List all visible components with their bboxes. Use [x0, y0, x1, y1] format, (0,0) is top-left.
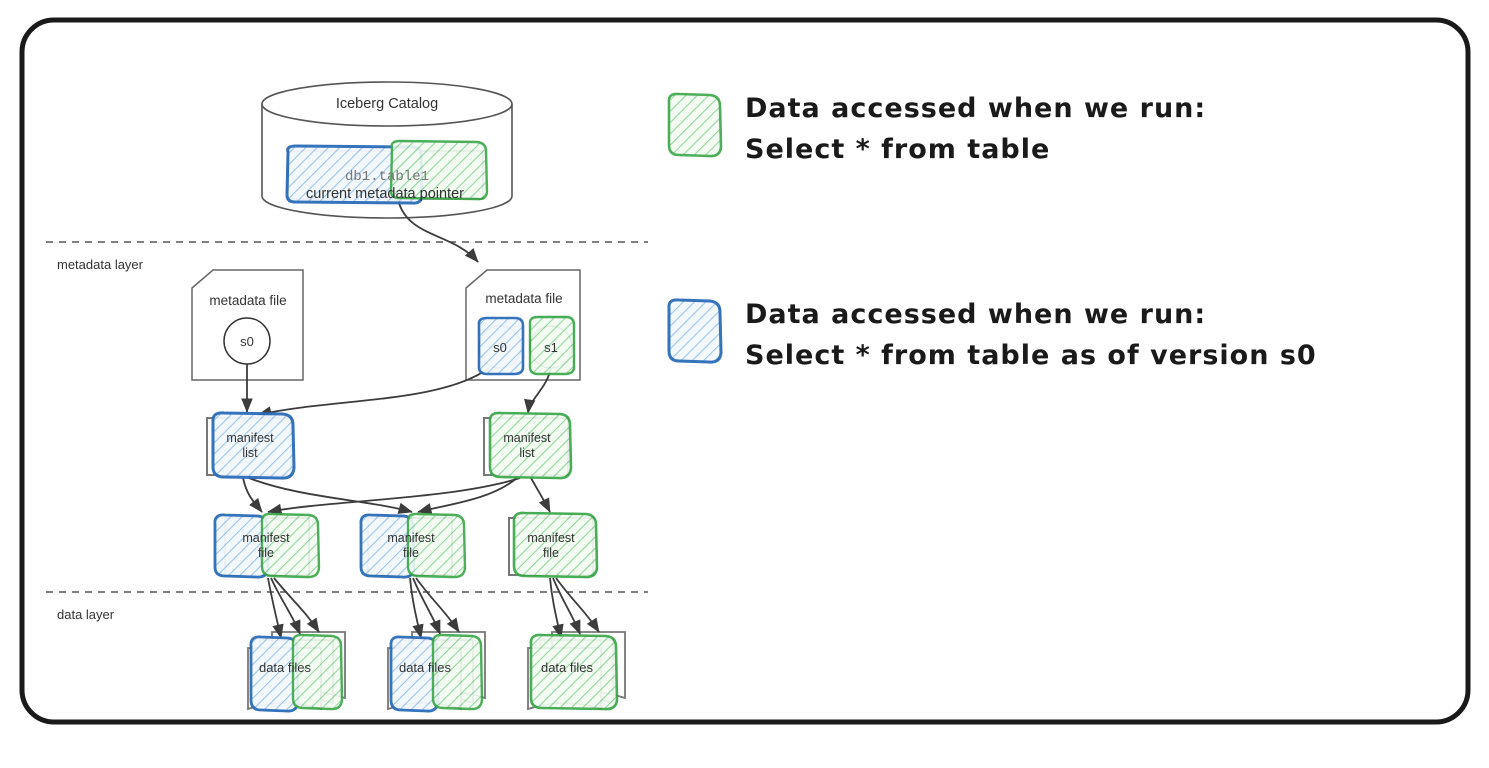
- arrow-ml2-to-mf3: [530, 477, 551, 513]
- highlight-snapshot-s0-blue: [477, 316, 525, 376]
- manifest-list-label-2-line2: list: [519, 446, 535, 460]
- highlight-manifest-file-1-green: [260, 512, 321, 579]
- highlight-catalog-green: [389, 139, 489, 201]
- legend-swatch-green: [667, 92, 723, 158]
- highlight-overlays: [211, 139, 619, 713]
- metadata-layer-label: metadata layer: [57, 257, 144, 272]
- catalog-title: Iceberg Catalog: [336, 96, 438, 112]
- highlight-manifest-file-3-green: [512, 511, 599, 579]
- iceberg-catalog-cylinder: [261, 81, 513, 219]
- data-files-label-3: data files: [541, 660, 594, 675]
- arrow-mf2-to-df2-b: [412, 577, 441, 635]
- snapshot-label-right-s0: s0: [493, 340, 507, 355]
- manifest-file-label-3-line1: manifest: [527, 531, 575, 545]
- arrows: [241, 199, 600, 639]
- arrow-catalog-to-metadata: [397, 199, 479, 263]
- data-layer-label: data layer: [57, 607, 115, 622]
- arrow-mf1-to-df1-c: [273, 577, 320, 633]
- manifest-file-label-3-line2: file: [543, 546, 559, 560]
- manifest-file-label-2-line1: manifest: [387, 531, 435, 545]
- snapshot-label-left-s0: s0: [240, 334, 254, 349]
- highlight-manifest-list-2-green: [488, 411, 573, 480]
- arrow-ml1-to-mf2: [248, 477, 413, 514]
- manifest-file-label-1-line1: manifest: [242, 531, 290, 545]
- metadata-file-label-left: metadata file: [209, 293, 286, 308]
- legend-blue-line1: Data accessed when we run:: [745, 299, 1206, 330]
- highlight-snapshot-s1-green: [528, 315, 576, 376]
- legend-blue-line2: Select * from table as of version s0: [745, 340, 1317, 371]
- data-files-label-1: data files: [259, 660, 312, 675]
- legend-green-line2: Select * from table: [745, 134, 1050, 165]
- arrow-right-s0-to-manifest-list-1: [257, 367, 490, 418]
- arrow-ml1-to-mf1: [242, 477, 263, 513]
- manifest-file-label-1-line2: file: [258, 546, 274, 560]
- metadata-file-box-left: [191, 269, 304, 381]
- arrow-mf2-to-df2-a: [409, 577, 424, 639]
- arrow-mf3-to-df3-a: [549, 577, 564, 639]
- arrow-mf1-to-df1-a: [267, 577, 284, 639]
- arrow-ml2-to-mf1: [267, 477, 521, 516]
- legend-swatch-blue: [667, 298, 723, 364]
- manifest-file-label-2-line2: file: [403, 546, 419, 560]
- metadata-file-box-right: [465, 269, 581, 381]
- highlight-manifest-list-1-blue: [211, 411, 296, 480]
- highlight-data-files-2-green: [431, 633, 484, 711]
- manifest-list-label-1-line2: list: [242, 446, 258, 460]
- catalog-pointer-label: current metadata pointer: [306, 186, 464, 202]
- data-files-label-2: data files: [399, 660, 452, 675]
- arrow-mf3-to-df3-b: [552, 577, 581, 635]
- highlight-data-files-3-green: [529, 633, 619, 711]
- manifest-list-label-2-line1: manifest: [503, 431, 551, 445]
- manifest-list-label-1-line1: manifest: [226, 431, 274, 445]
- catalog-table-name: db1.table1: [345, 169, 429, 185]
- highlight-manifest-file-2-green: [406, 512, 467, 579]
- arrow-mf2-to-df2-c: [415, 577, 460, 633]
- outer-frame: [19, 17, 1471, 725]
- arrow-ml2-to-mf2: [417, 477, 518, 515]
- legend-green-line1: Data accessed when we run:: [745, 93, 1206, 124]
- arrow-mf3-to-df3-c: [555, 577, 600, 633]
- metadata-file-label-right: metadata file: [485, 291, 562, 306]
- arrow-mf1-to-df1-b: [270, 577, 301, 635]
- snapshot-label-right-s1: s1: [544, 340, 558, 355]
- highlight-data-files-1-green: [291, 633, 344, 711]
